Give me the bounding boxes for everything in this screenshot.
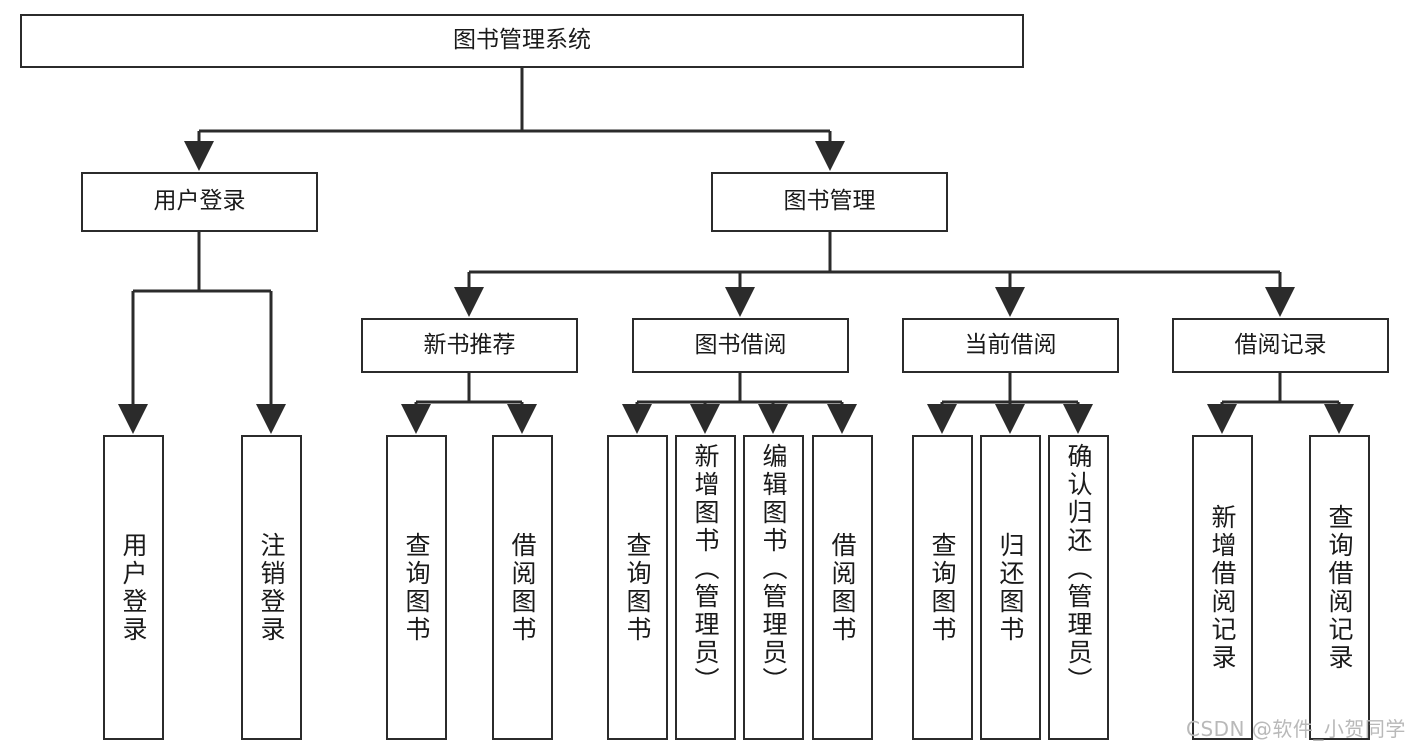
node-leaf-query-book-new[interactable]: 查询图书	[386, 435, 447, 740]
edge-group-book-borrow	[622, 373, 857, 434]
node-new-book-recommend[interactable]: 新书推荐	[361, 318, 578, 373]
node-leaf-edit-book-admin[interactable]: 编辑图书（管理员）	[743, 435, 804, 740]
edge-group-borrow-record	[1207, 373, 1354, 434]
node-new-book-recommend-label: 新书推荐	[423, 331, 516, 358]
node-book-management-label: 图书管理	[783, 188, 876, 215]
node-leaf-borrow-book-label: 借阅图书	[828, 531, 857, 644]
node-leaf-user-login-label: 用户登录	[119, 531, 148, 644]
node-leaf-edit-book-admin-label: 编辑图书（管理员）	[759, 443, 788, 695]
edge-group-user-login	[118, 232, 286, 434]
node-leaf-query-book-borrow-label: 查询图书	[623, 531, 652, 644]
node-root-system-label: 图书管理系统	[453, 27, 591, 54]
node-leaf-query-book-current-label: 查询图书	[928, 531, 957, 644]
node-leaf-add-borrow-record-label: 新增借阅记录	[1208, 503, 1237, 672]
node-current-borrow-label: 当前借阅	[964, 331, 1057, 358]
node-leaf-borrow-book-new-label: 借阅图书	[508, 531, 537, 644]
edge-group-current-borrow	[927, 373, 1093, 434]
node-leaf-add-book-admin-label: 新增图书（管理员）	[691, 443, 720, 695]
edge-group-root	[184, 68, 845, 171]
edge-group-new-book	[401, 373, 537, 434]
node-leaf-query-borrow-record[interactable]: 查询借阅记录	[1309, 435, 1370, 740]
edge-group-book-management	[454, 232, 1295, 317]
node-borrow-record[interactable]: 借阅记录	[1172, 318, 1389, 373]
node-leaf-return-book[interactable]: 归还图书	[980, 435, 1041, 740]
node-leaf-add-borrow-record[interactable]: 新增借阅记录	[1192, 435, 1253, 740]
node-leaf-logout[interactable]: 注销登录	[241, 435, 302, 740]
node-leaf-confirm-return-admin-label: 确认归还（管理员）	[1064, 443, 1093, 695]
node-user-login-label: 用户登录	[153, 188, 246, 215]
node-book-borrow-label: 图书借阅	[694, 331, 787, 358]
node-book-borrow[interactable]: 图书借阅	[632, 318, 849, 373]
node-leaf-add-book-admin[interactable]: 新增图书（管理员）	[675, 435, 736, 740]
node-book-management[interactable]: 图书管理	[711, 172, 948, 232]
node-leaf-borrow-book-new[interactable]: 借阅图书	[492, 435, 553, 740]
node-leaf-query-book-borrow[interactable]: 查询图书	[607, 435, 668, 740]
node-root-system[interactable]: 图书管理系统	[20, 14, 1024, 68]
node-leaf-confirm-return-admin[interactable]: 确认归还（管理员）	[1048, 435, 1109, 740]
watermark-text: CSDN @软件_小贺同学	[1186, 717, 1405, 741]
node-leaf-borrow-book[interactable]: 借阅图书	[812, 435, 873, 740]
node-user-login[interactable]: 用户登录	[81, 172, 318, 232]
node-current-borrow[interactable]: 当前借阅	[902, 318, 1119, 373]
node-borrow-record-label: 借阅记录	[1234, 331, 1327, 358]
node-leaf-return-book-label: 归还图书	[996, 531, 1025, 644]
node-leaf-query-borrow-record-label: 查询借阅记录	[1325, 503, 1354, 672]
node-leaf-user-login[interactable]: 用户登录	[103, 435, 164, 740]
node-leaf-logout-label: 注销登录	[257, 531, 286, 644]
node-leaf-query-book-new-label: 查询图书	[402, 531, 431, 644]
node-leaf-query-book-current[interactable]: 查询图书	[912, 435, 973, 740]
